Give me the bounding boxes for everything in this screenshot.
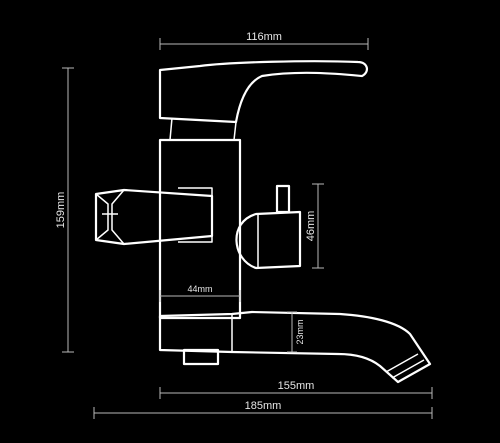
dim-label-total-height: 159mm <box>55 192 67 229</box>
diverter-pin <box>275 184 291 214</box>
bottom-fitting <box>182 348 220 366</box>
valve-body <box>158 138 242 320</box>
dim-label-spout-length: 155mm <box>278 380 315 392</box>
lever-handle <box>158 60 368 124</box>
dim-label-handle-height: 46mm <box>305 211 317 242</box>
left-connector-collar <box>178 187 213 243</box>
diverter-knob <box>235 210 302 270</box>
dimension-lines <box>62 38 433 419</box>
left-connector <box>94 188 214 246</box>
dim-label-body-width: 44mm <box>187 284 212 294</box>
spout <box>158 310 432 384</box>
dim-label-total-length: 185mm <box>245 400 282 412</box>
dim-label-spout-height: 23mm <box>295 319 305 344</box>
spout-aerator <box>385 353 425 379</box>
faucet-outline <box>94 60 432 384</box>
left-connector-nut <box>95 189 125 245</box>
dim-label-top-width: 116mm <box>246 31 282 43</box>
